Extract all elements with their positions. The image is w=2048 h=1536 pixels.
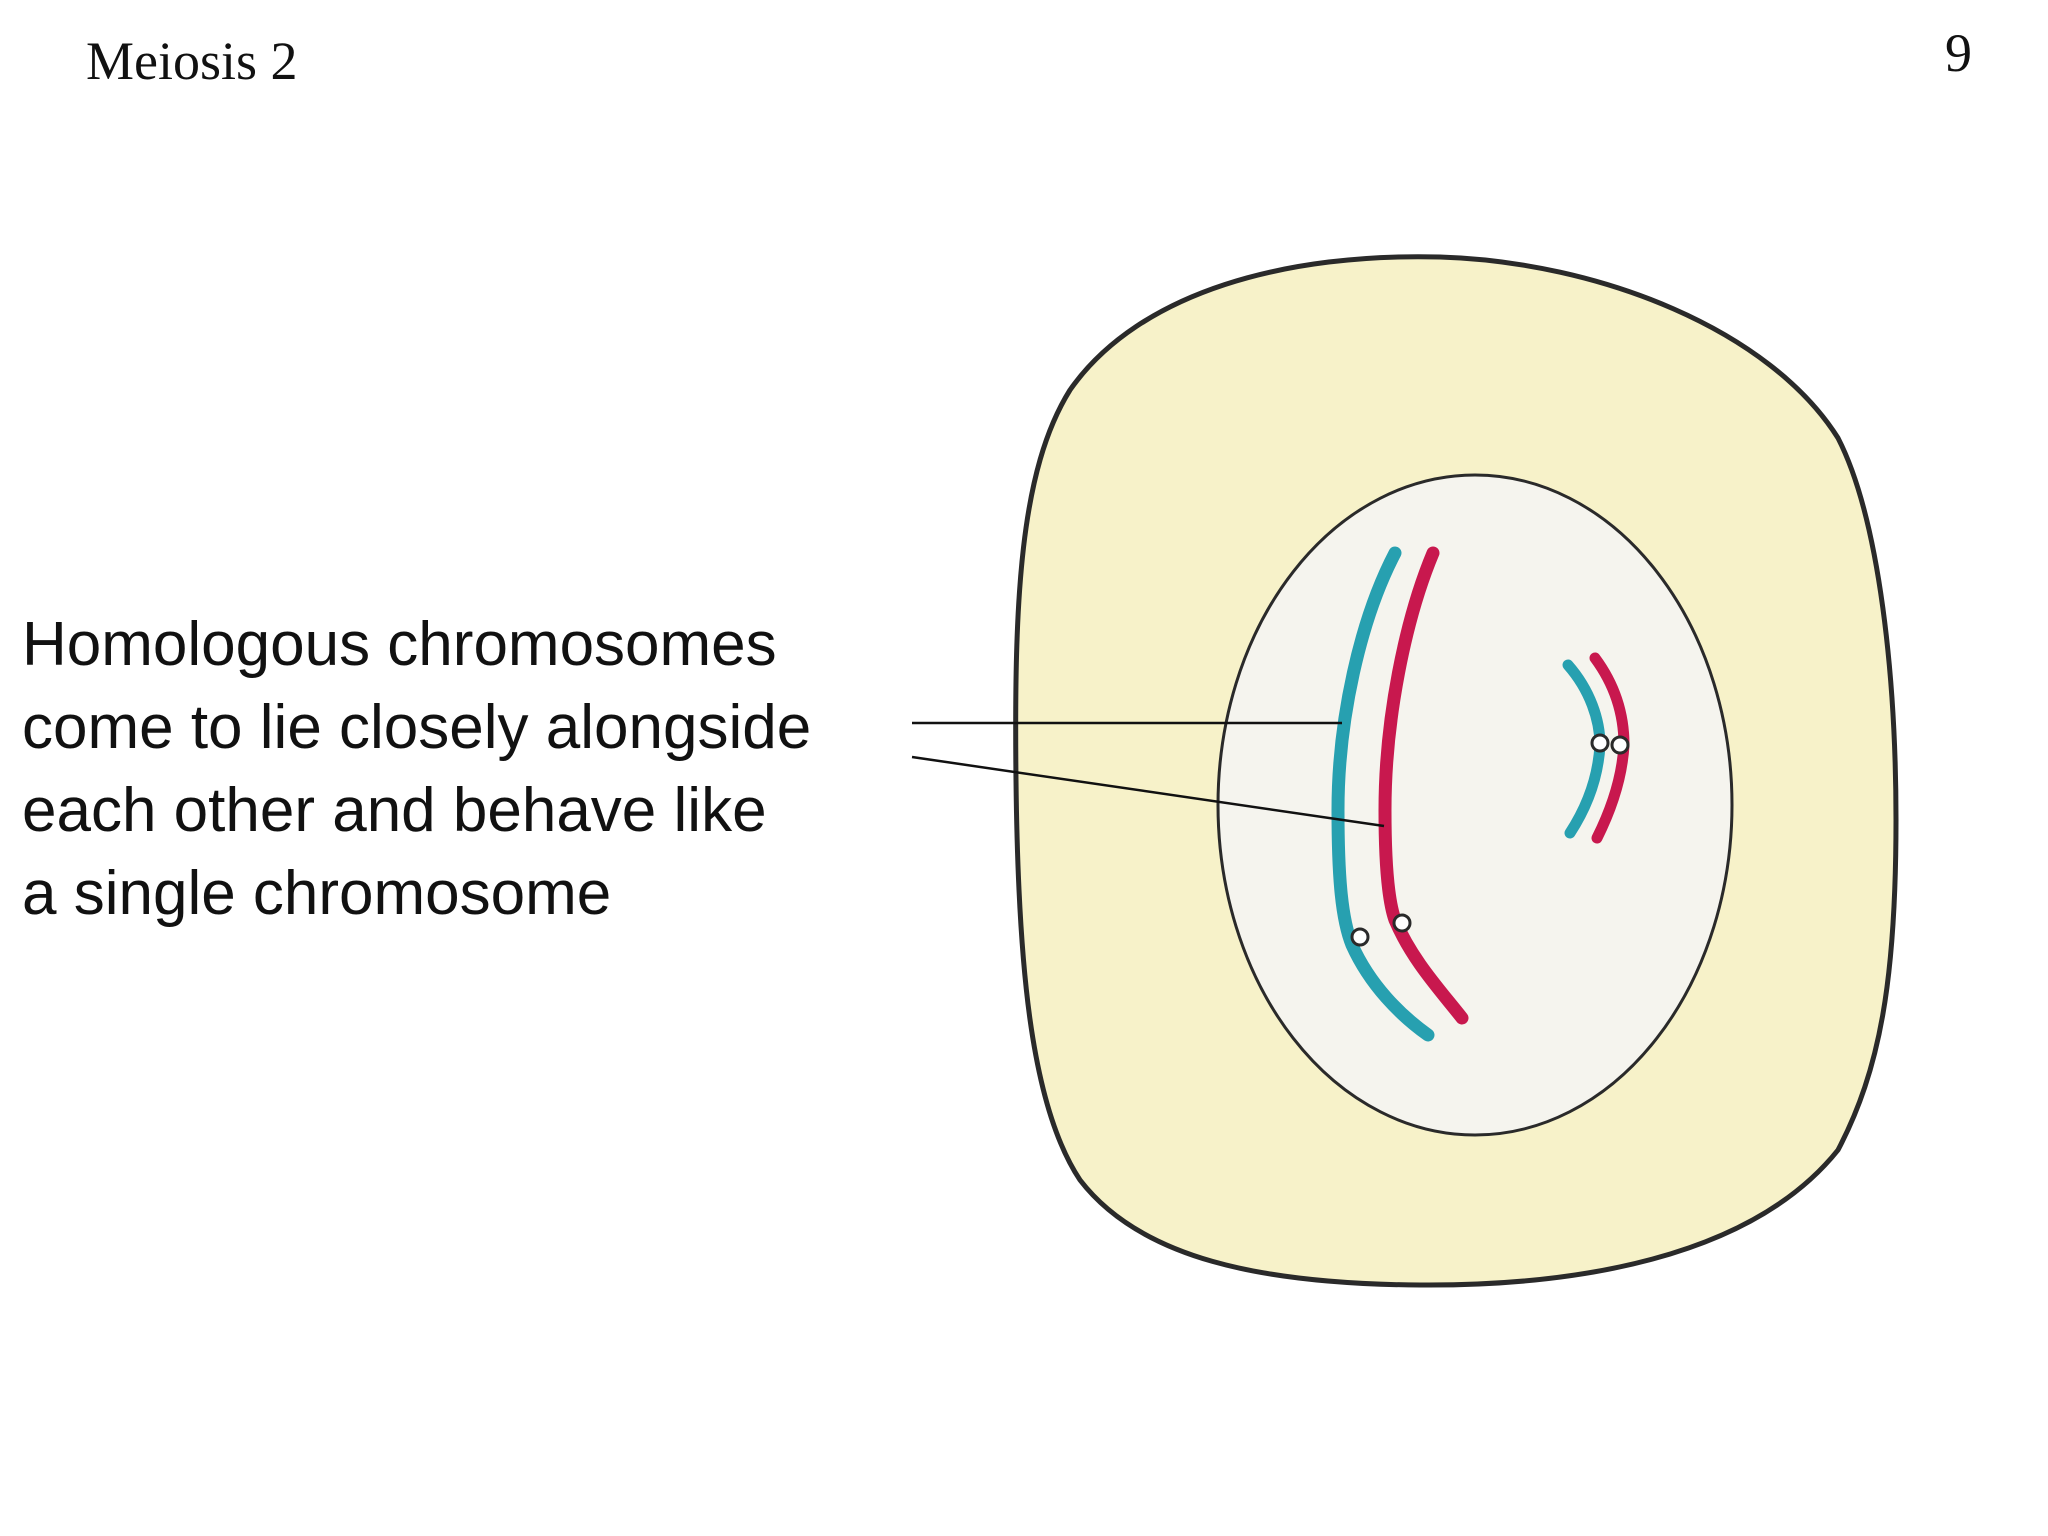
leader-line-paternal bbox=[911, 755, 1385, 828]
paternal-chromosome-long bbox=[1378, 546, 1469, 1025]
page-number: 9 bbox=[1945, 23, 1972, 83]
caption-line: come to lie closely alongside bbox=[22, 693, 812, 762]
centromere-paternal-short bbox=[1610, 735, 1630, 755]
centromere-maternal-short bbox=[1590, 733, 1610, 753]
centromere-paternal-long bbox=[1392, 913, 1412, 933]
caption-line: Homologous chromosomes bbox=[22, 610, 777, 679]
centromere-maternal-long bbox=[1350, 927, 1370, 947]
nucleus bbox=[1216, 473, 1734, 1137]
caption-text: Homologous chromosomes come to lie close… bbox=[22, 603, 922, 935]
maternal-chromosome-long bbox=[1331, 546, 1435, 1042]
caption-line: each other and behave like bbox=[22, 776, 767, 845]
caption-line: a single chromosome bbox=[22, 859, 612, 928]
slide-title: Meiosis 2 bbox=[86, 31, 298, 91]
